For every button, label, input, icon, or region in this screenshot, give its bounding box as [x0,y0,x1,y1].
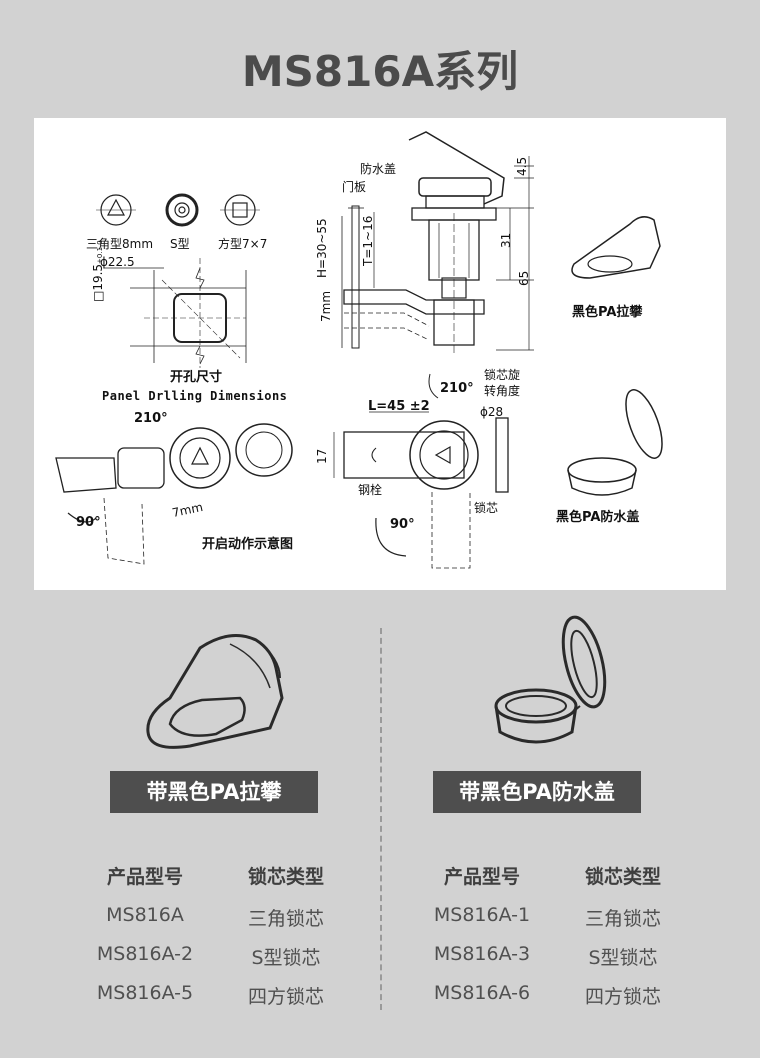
drawing-lines [55,131,663,569]
panel-title-en: Panel Drlling Dimensions [102,389,288,403]
angle-90-left: 90° [76,515,101,530]
length-dim: L=45 ±2 [368,399,430,414]
dim-65: 65 [517,270,531,286]
table-row: MS816A-3 S型锁芯 [407,943,687,973]
dim-17: 17 [315,448,329,464]
model-cell: MS816A-1 [433,904,531,926]
cap-label: 黑色PA防水盖 [556,510,640,525]
header-model: 产品型号 [106,866,183,888]
panel-title-cn: 开孔尺寸 [170,370,223,385]
handle-illustration [146,634,284,749]
dim-31: 31 [499,232,513,248]
left-badge: 带黑色PA拉攀 [110,771,318,813]
angle-90-right: 90° [390,517,415,532]
dim-7mm: 7mm [319,290,333,322]
model-cell: MS816A-3 [433,943,531,965]
column-divider [380,628,382,1010]
bolt-label: 钢栓 [358,483,383,497]
door-label: 门板 [342,180,367,194]
dia-28: ϕ28 [480,405,504,419]
handle-label: 黑色PA拉攀 [572,305,643,320]
core-cell: 三角锁芯 [584,908,661,930]
angle-210-left: 210° [134,411,168,426]
core-cell: 四方锁芯 [584,986,661,1008]
square-cut-label: 方型7×7 [218,237,268,251]
angle-210-right: 210° [440,381,474,396]
h-dim: H=30~55 [315,218,329,278]
s-cut-label: S型 [170,237,190,251]
diameter-dim: ϕ22.5 [100,255,135,269]
core-label: 锁芯 [474,501,499,515]
table-row: MS816A 三角锁芯 [70,904,350,934]
core-cell: S型锁芯 [588,947,658,969]
table-row: MS816A-6 四方锁芯 [407,982,687,1012]
t-dim: T=1~16 [361,215,375,266]
header-core: 锁芯类型 [584,866,661,888]
table-header: 产品型号 锁芯类型 [70,862,350,892]
rotate-label: 锁芯旋 转角度 [484,368,521,398]
side-dim: □19.5+0.1 0 [91,240,105,302]
table-row: MS816A-1 三角锁芯 [407,904,687,934]
core-cell: 四方锁芯 [247,986,324,1008]
triangle-cut-label: 三角型8mm [86,237,154,251]
header-model: 产品型号 [443,866,520,888]
model-cell: MS816A-2 [96,943,194,965]
dim-4-5: 4.5 [515,156,529,176]
s-key-icon [165,193,199,227]
model-cell: MS816A-6 [433,982,531,1004]
model-cell: MS816A-5 [96,982,194,1004]
table-header: 产品型号 锁芯类型 [407,862,687,892]
cap-illustration [494,615,607,744]
core-cell: 三角锁芯 [247,908,324,930]
page-title: MS816A系列 [241,47,519,96]
operation-label: 开启动作示意图 [202,537,294,552]
right-badge: 带黑色PA防水盖 [433,771,641,813]
technical-drawing: 三角型8mm S型 方型7×7 ϕ22.5 □19.5+0.1 0 开孔尺寸 P… [34,118,726,590]
header-core: 锁芯类型 [247,866,324,888]
model-cell: MS816A [106,904,184,926]
table-row: MS816A-2 S型锁芯 [70,943,350,973]
core-cell: S型锁芯 [251,947,321,969]
table-row: MS816A-5 四方锁芯 [70,982,350,1012]
cover-label: 防水盖 [360,162,397,176]
